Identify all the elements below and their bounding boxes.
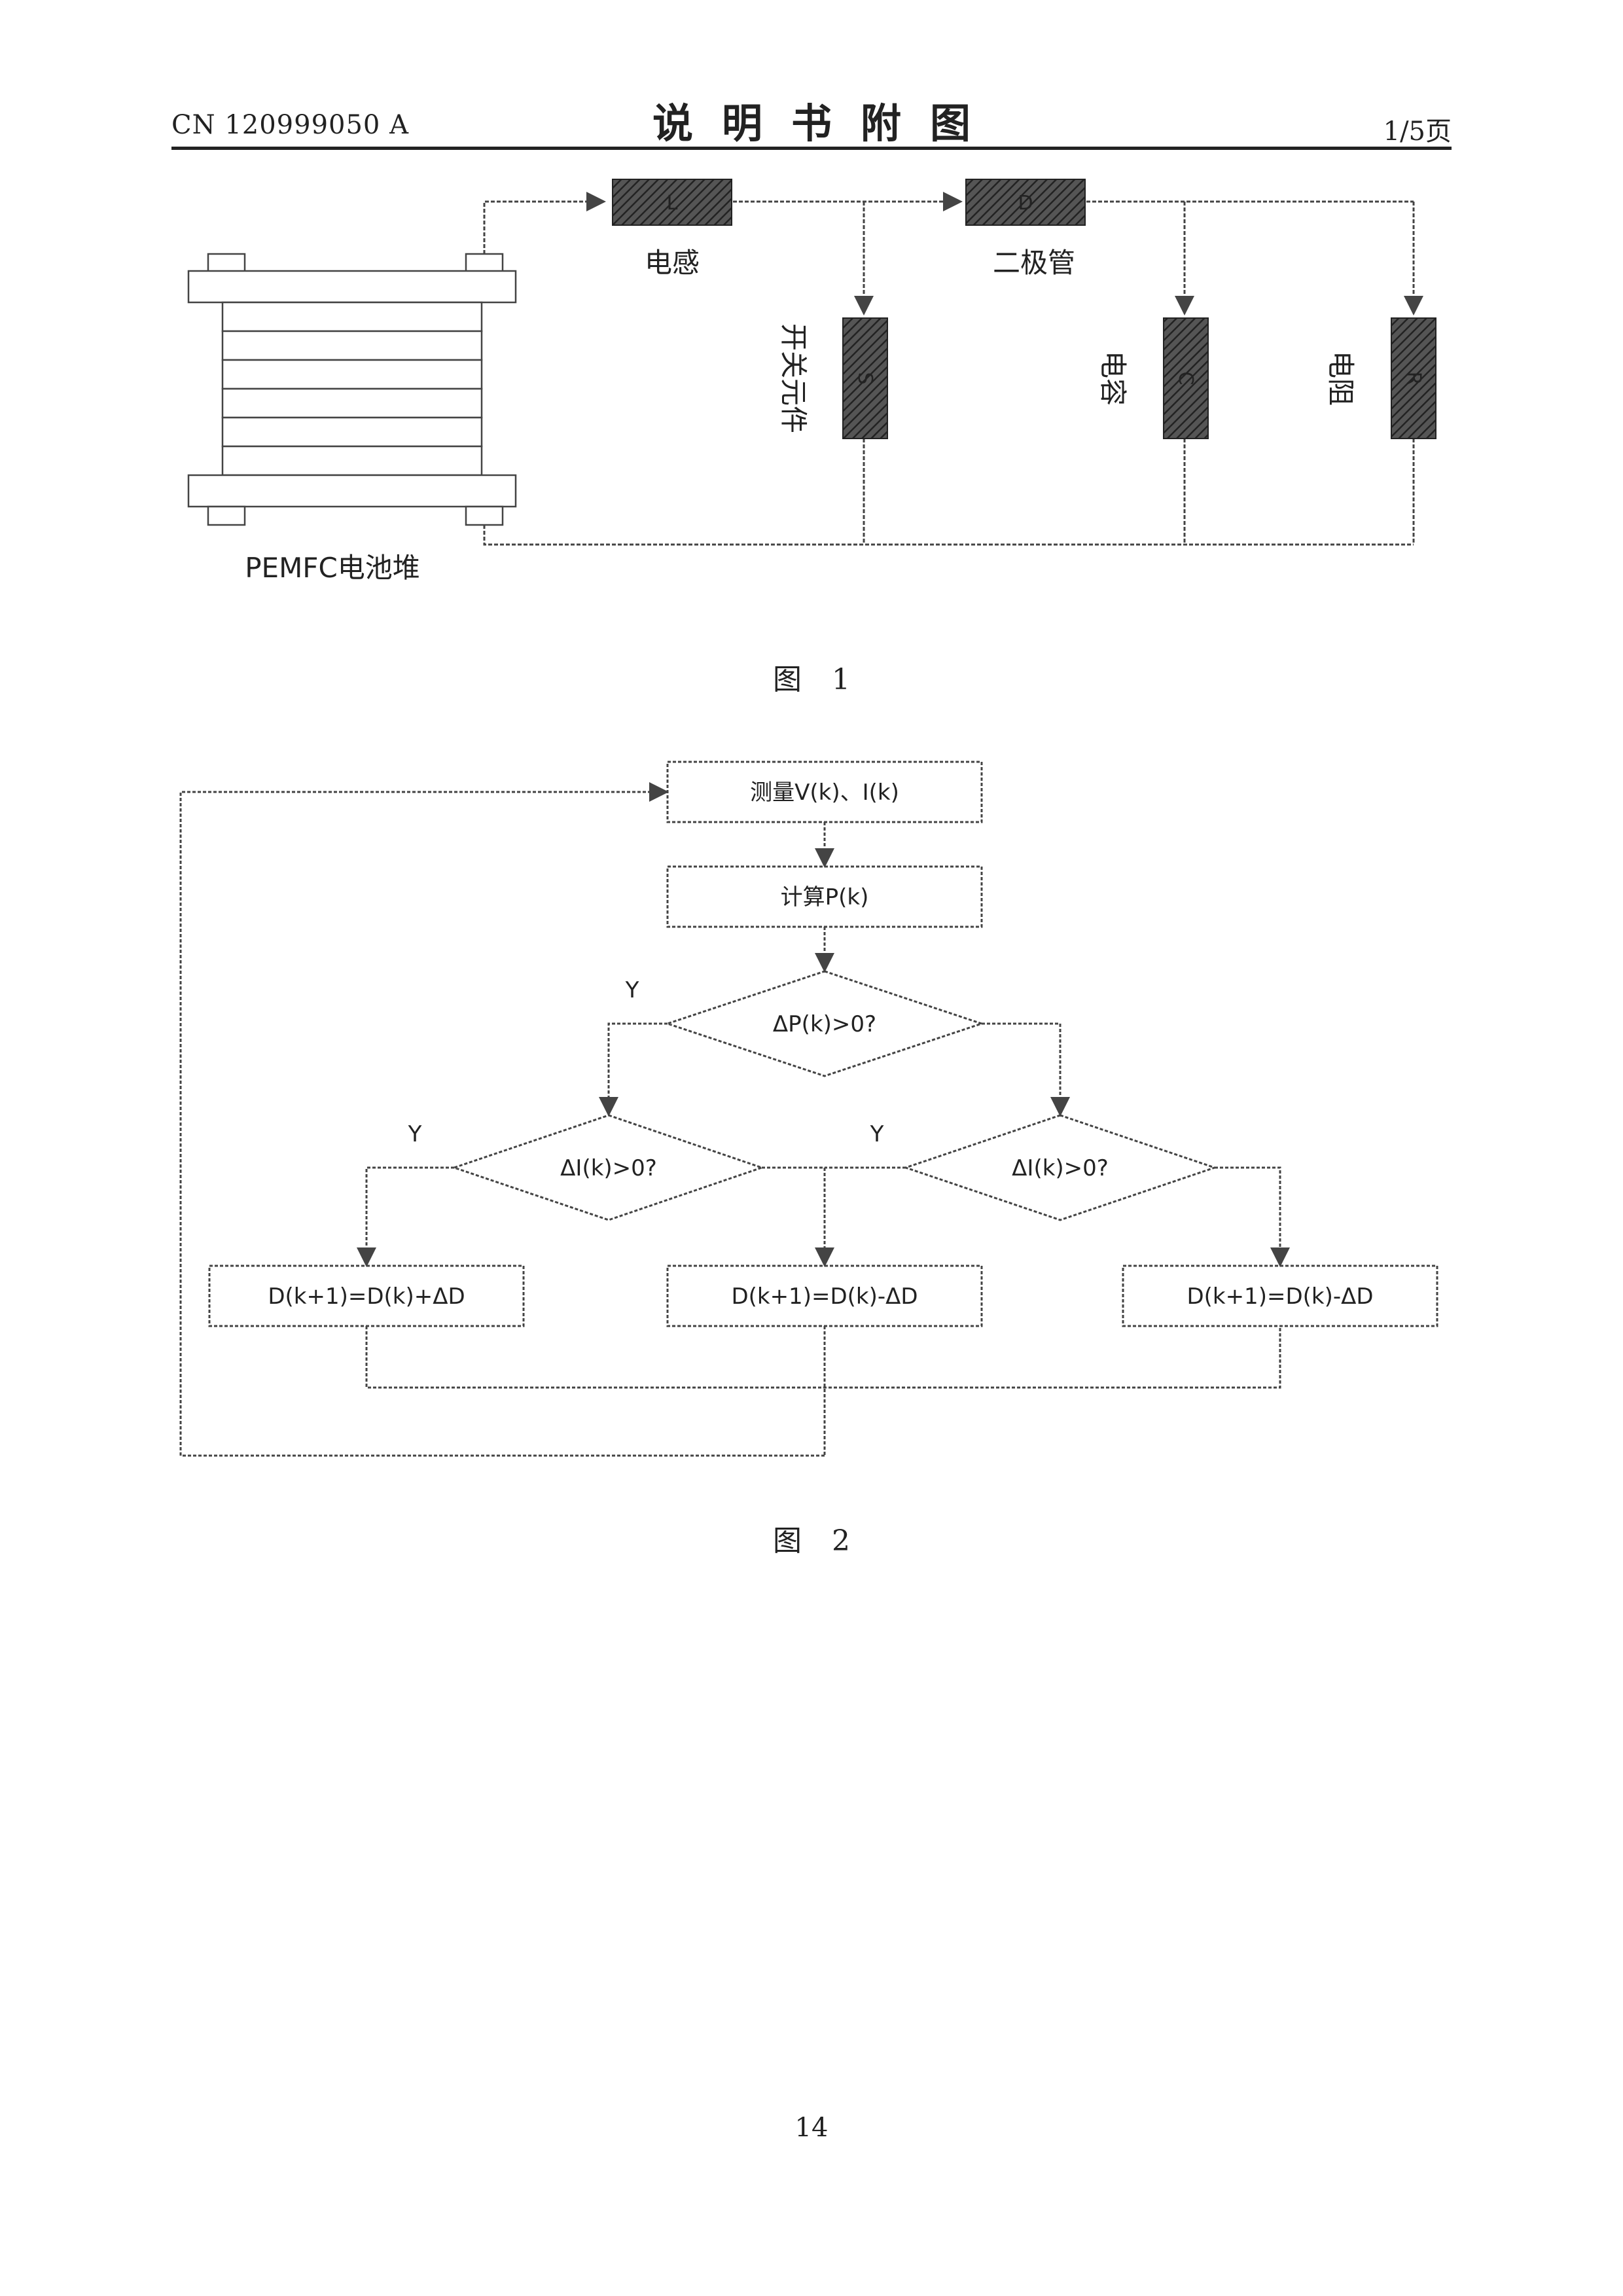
inductor-label: 电感 [645, 247, 700, 279]
action-right-text: D(k+1)=D(k)-ΔD [1186, 1283, 1373, 1310]
circuit-wires [484, 202, 1414, 545]
switch-element: S 开关元件 [777, 318, 887, 439]
action-mid-text: D(k+1)=D(k)-ΔD [731, 1283, 918, 1310]
page-title: 说明书附图 [0, 90, 1623, 149]
switch-symbol: S [853, 372, 876, 384]
resistor-symbol: R [1402, 372, 1425, 386]
diode: D 二极管 [966, 179, 1085, 279]
measure-text: 测量V(k)、I(k) [750, 780, 899, 806]
inductor: L 电感 [613, 179, 732, 279]
figure-1-caption: 图 1 [0, 656, 1623, 698]
resistor-label: 电阻 [1325, 351, 1357, 406]
header-rule [171, 147, 1452, 150]
compute-text: 计算P(k) [781, 884, 869, 910]
pemfc-stack [188, 254, 516, 525]
branch-label-di-right-yes: Y [870, 1121, 884, 1147]
figure-2-caption: 图 2 [0, 1517, 1623, 1559]
decision-di-right-text: ΔI(k)>0? [1012, 1155, 1109, 1181]
branch-label-di-left-yes: Y [408, 1121, 422, 1147]
stack-label: PEMFC电池堆 [245, 552, 420, 584]
decision-di-left-text: ΔI(k)>0? [560, 1155, 657, 1181]
page-indicator: 1/5页 [1383, 110, 1452, 148]
resistor: R 电阻 [1325, 318, 1436, 439]
figure-1-circuit: L 电感 D 二极管 S 开关元件 C 电容 R 电阻 PEMFC电池堆 [0, 170, 1623, 602]
switch-label: 开关元件 [777, 323, 810, 433]
capacitor: C 电容 [1097, 318, 1208, 439]
decision-dp-text: ΔP(k)>0? [773, 1011, 876, 1037]
action-left-text: D(k+1)=D(k)+ΔD [268, 1283, 465, 1310]
page-number: 14 [0, 2113, 1623, 2143]
diode-symbol: D [1018, 192, 1033, 215]
capacitor-label: 电容 [1097, 351, 1129, 406]
inductor-symbol: L [667, 192, 678, 215]
figure-2-flowchart: 测量V(k)、I(k) 计算P(k) ΔP(k)>0? ΔI(k)>0? ΔI(… [0, 746, 1623, 1479]
branch-label-dp-yes: Y [625, 977, 639, 1003]
capacitor-symbol: C [1174, 372, 1197, 386]
diode-label: 二极管 [993, 247, 1075, 279]
